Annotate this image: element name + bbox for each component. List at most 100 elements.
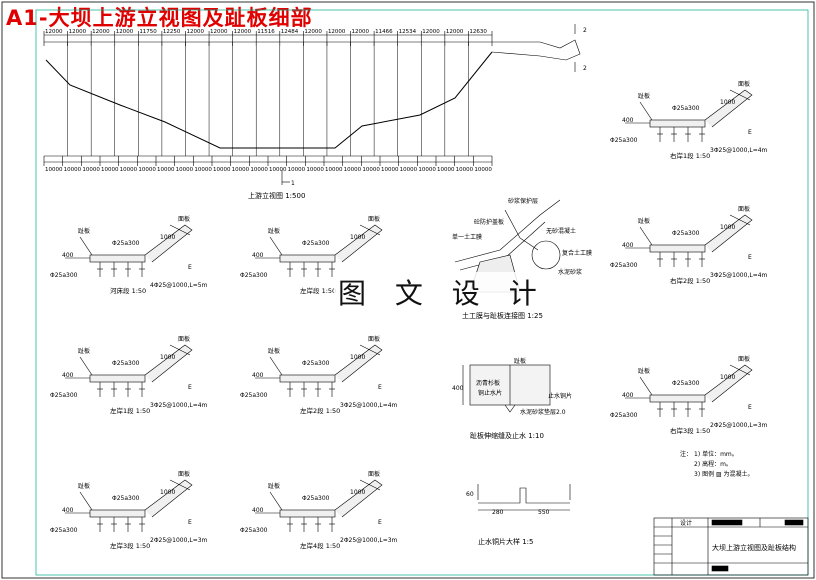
- top-dim-label: 12250: [163, 29, 181, 35]
- toe-slab-detail-4: 400Φ25a300Φ25a3003Φ25@1000,L=4m1000趾板面板E…: [240, 335, 398, 415]
- title-block: [653, 517, 809, 576]
- detail-caption: 河床段 1:50: [110, 286, 146, 295]
- detail-dim: 1000: [160, 489, 175, 496]
- detail-elevation: 400: [252, 507, 264, 514]
- joint-label-0: 趾板: [514, 357, 526, 365]
- detail-left-rebar: Φ25a300: [240, 392, 268, 399]
- bottom-dim-label: 10000: [232, 167, 250, 173]
- bottom-dim-label: 10000: [418, 167, 436, 173]
- joint-caption: 趾板伸缩缝及止水 1:10: [470, 431, 544, 440]
- detail-dim: 1000: [720, 224, 735, 231]
- bottom-dim-label: 10000: [157, 167, 175, 173]
- top-dim-label: 12000: [304, 29, 322, 35]
- top-dim-label: 11516: [257, 29, 275, 35]
- detail-elevation: 400: [62, 252, 74, 259]
- bottom-dim-label: 10000: [45, 167, 63, 173]
- note-2: 2) 高程：m。: [694, 460, 732, 468]
- note-1: 1) 单位：mm。: [694, 450, 738, 458]
- detail-rebar-anchor: 3Φ25@1000,L=4m: [710, 272, 768, 279]
- top-dim-label: 12000: [210, 29, 228, 35]
- detail-mark-left: 趾板: [638, 367, 650, 375]
- detail-caption: 左岸3段 1:50: [110, 541, 150, 550]
- inner-border: [35, 9, 809, 576]
- detail-rebar-main: Φ25a300: [672, 230, 700, 237]
- detail-caption: 左岸段 1:50: [300, 286, 336, 295]
- toe-slab-detail-1: 400Φ25a300Φ25a3004Φ25@1000,L=5m1000趾板面板E…: [50, 215, 208, 295]
- detail-caption: 右岸2段 1:50: [670, 276, 710, 285]
- bottom-dim-label: 10000: [325, 167, 343, 173]
- detail-rebar-anchor: 2Φ25@1000,L=3m: [710, 422, 768, 429]
- geo-label-1: 砼防护盖板: [474, 218, 504, 226]
- detail-mark-right: 面板: [368, 470, 380, 478]
- detail-rebar-anchor: 3Φ25@1000,L=4m: [340, 402, 398, 409]
- titleblock-header: 设计: [680, 519, 692, 527]
- top-dim-label: 11466: [375, 29, 393, 35]
- joint-dim: 400: [452, 385, 464, 392]
- detail-mark-left: 趾板: [268, 347, 280, 355]
- detail-elevation: 400: [622, 117, 634, 124]
- detail-rebar-main: Φ25a300: [112, 240, 140, 247]
- detail-elevation: 400: [252, 252, 264, 259]
- bottom-dim-label: 10000: [120, 167, 138, 173]
- bottom-dim-label: 10000: [213, 167, 231, 173]
- waterstop-caption: 止水铜片大样 1:5: [478, 537, 534, 546]
- toe-slab-detail-5: 400Φ25a300Φ25a3002Φ25@1000,L=3m1000趾板面板E…: [50, 470, 208, 550]
- detail-left-rebar: Φ25a300: [50, 527, 78, 534]
- detail-left-rebar: Φ25a300: [610, 262, 638, 269]
- bottom-dim-label: 10000: [288, 167, 306, 173]
- detail-rebar-main: Φ25a300: [302, 360, 330, 367]
- bottom-dim-label: 10000: [474, 167, 492, 173]
- upstream-elevation: [43, 24, 581, 185]
- top-dim-label: 12000: [328, 29, 346, 35]
- detail-mark-right: 面板: [368, 335, 380, 343]
- detail-mark-left: 趾板: [78, 227, 90, 235]
- top-dim-label: 11750: [139, 29, 157, 35]
- detail-elevation: 400: [62, 372, 74, 379]
- bottom-dim-label: 10000: [362, 167, 380, 173]
- detail-mark-e: E: [188, 519, 192, 526]
- detail-caption: 左岸4段 1:50: [300, 541, 340, 550]
- bottom-dim-label: 10000: [269, 167, 287, 173]
- detail-mark-right: 面板: [738, 205, 750, 213]
- geo-label-5: 水泥砂浆: [558, 268, 582, 276]
- top-dim-label: 12000: [116, 29, 134, 35]
- detail-rebar-anchor: 2Φ25@1000,L=3m: [150, 537, 208, 544]
- top-dim-label: 12000: [422, 29, 440, 35]
- geo-caption: 土工膜与趾板连接图 1:25: [462, 311, 543, 320]
- detail-mark-right: 面板: [178, 470, 190, 478]
- detail-rebar-anchor: 3Φ25@1000,L=4m: [150, 402, 208, 409]
- detail-mark-right: 面板: [368, 215, 380, 223]
- top-dim-label: 12000: [234, 29, 252, 35]
- joint-label-1: 沥青杉板: [476, 379, 500, 387]
- geo-label-3: 无砂混凝土: [546, 227, 576, 235]
- bottom-dim-label: 10000: [82, 167, 100, 173]
- top-dim-label: 12000: [446, 29, 464, 35]
- detail-left-rebar: Φ25a300: [240, 272, 268, 279]
- detail-mark-left: 趾板: [78, 347, 90, 355]
- bottom-dim-label: 10000: [306, 167, 324, 173]
- detail-mark-left: 趾板: [638, 217, 650, 225]
- ws-dim-0: 60: [466, 491, 474, 498]
- detail-left-rebar: Φ25a300: [610, 412, 638, 419]
- detail-mark-right: 面板: [178, 215, 190, 223]
- bottom-dim-label: 10000: [400, 167, 418, 173]
- toe-slab-detail-7: 400Φ25a300Φ25a3003Φ25@1000,L=4m1000趾板面板E…: [610, 80, 768, 160]
- geo-label-4: 复合土工膜: [562, 249, 592, 257]
- detail-dim: 1000: [350, 354, 365, 361]
- detail-left-rebar: Φ25a300: [610, 137, 638, 144]
- detail-rebar-anchor: 2Φ25@1000,L=3m: [340, 537, 398, 544]
- bottom-dim-label: 10000: [381, 167, 399, 173]
- detail-elevation: 400: [62, 507, 74, 514]
- detail-mark-right: 面板: [738, 80, 750, 88]
- detail-mark-left: 趾板: [268, 482, 280, 490]
- joint-label-2: 铜止水片: [478, 389, 502, 397]
- detail-rebar-main: Φ25a300: [302, 240, 330, 247]
- top-dim-label: 12630: [469, 29, 487, 35]
- bottom-dim-label: 10000: [437, 167, 455, 173]
- top-dim-label: 12000: [352, 29, 370, 35]
- detail-rebar-anchor: 4Φ25@1000,L=5m: [150, 282, 208, 289]
- detail-caption: 右岸1段 1:50: [670, 151, 710, 160]
- ws-dim-1: 280: [492, 509, 504, 516]
- bottom-dim-label: 10000: [344, 167, 362, 173]
